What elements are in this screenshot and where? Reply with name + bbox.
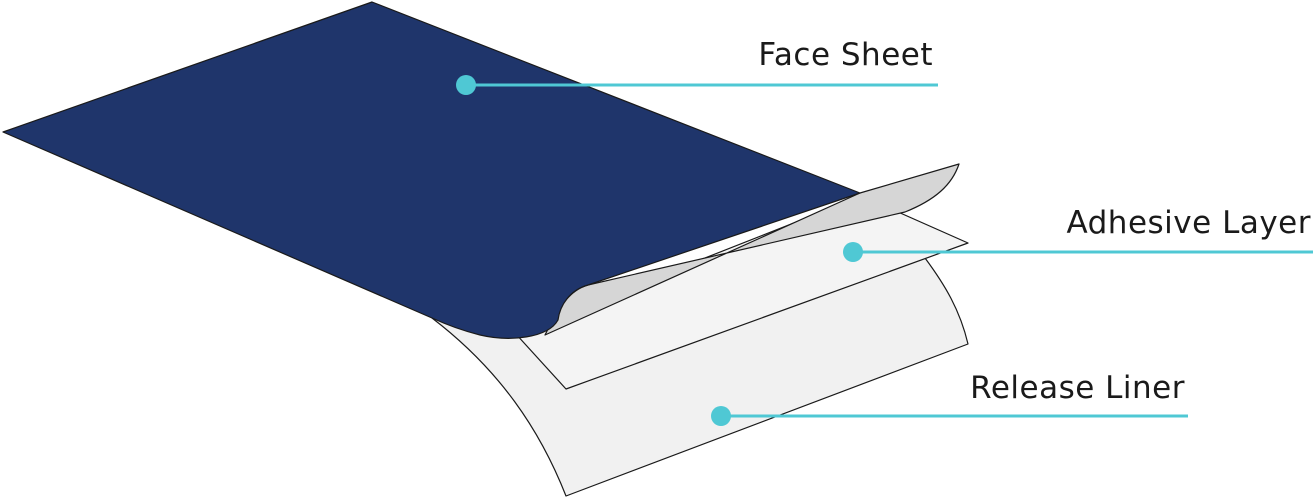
face-sheet-shape bbox=[2, 1, 861, 339]
release-liner-leader-dot bbox=[711, 406, 731, 426]
adhesive-layer-label: Adhesive Layer bbox=[1066, 205, 1311, 241]
face-sheet-leader-dot bbox=[456, 75, 476, 95]
face-sheet-label: Face Sheet bbox=[758, 37, 933, 73]
release-liner-label: Release Liner bbox=[970, 370, 1185, 406]
adhesive-layer-leader-dot bbox=[843, 242, 863, 262]
